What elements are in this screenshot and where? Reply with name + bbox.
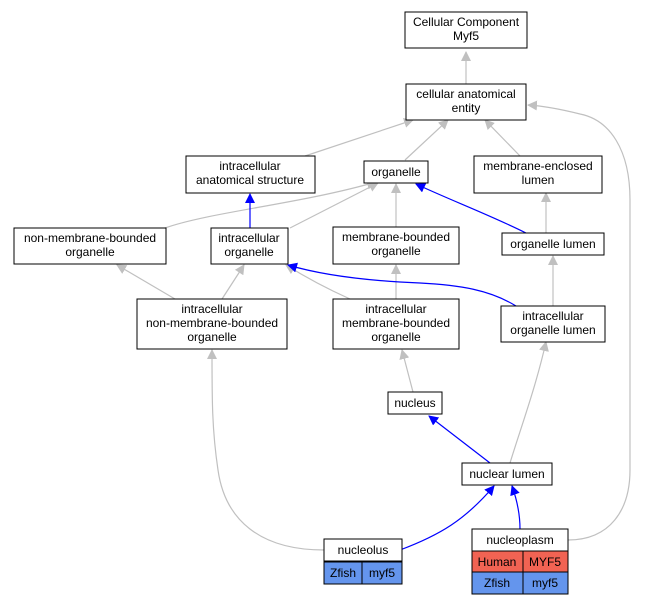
edge-inmbo-io (221, 264, 245, 300)
edge-nl-iol (509, 341, 549, 464)
edge-nl-nuc (428, 415, 491, 464)
nodes: Cellular Component Myf5 cellular anatomi… (13, 11, 606, 595)
node-label-line: intracellular (218, 231, 279, 245)
edge-ol-org (415, 183, 527, 234)
node-label-line: nuclear lumen (469, 467, 544, 481)
node-label-line: nucleus (394, 396, 435, 410)
annotation-table-nucleolus: Zfish myf5 (323, 561, 403, 585)
node-label-line: intracellular (181, 302, 242, 316)
node-organelle-lumen[interactable]: organelle lumen (501, 232, 605, 256)
node-label-line: intracellular (522, 309, 583, 323)
node-label-line: organelle (65, 245, 115, 259)
node-intracellular-organelle[interactable]: intracellular organelle (210, 227, 289, 265)
species-cell: Human (478, 555, 517, 569)
edge-nucleolus-nl (399, 485, 495, 551)
node-label-line: lumen (522, 173, 555, 187)
edge-inmbo-nmbo (116, 264, 176, 300)
node-non-membrane-bounded-organelle[interactable]: non-membrane-bounded organelle (13, 227, 167, 265)
edge-nmbo-org (164, 179, 377, 229)
node-membrane-enclosed-lumen[interactable]: membrane-enclosed lumen (473, 155, 603, 194)
node-intracellular-anatomical-structure[interactable]: intracellular anatomical structure (185, 155, 316, 194)
node-cellular-component[interactable]: Cellular Component Myf5 (404, 11, 528, 49)
edges (116, 51, 631, 551)
node-label-line: organelle (371, 244, 421, 258)
edge-nucleolus-inmbo (207, 349, 325, 551)
node-nucleolus[interactable]: nucleolus Zfish myf5 (323, 538, 403, 585)
node-intracellular-organelle-lumen[interactable]: intracellular organelle lumen (500, 305, 606, 343)
node-label-line: organelle lumen (510, 237, 595, 251)
edge-nucleoplasm-nl (510, 485, 521, 530)
node-nuclear-lumen[interactable]: nuclear lumen (461, 462, 553, 486)
node-label-line: organelle (371, 165, 421, 179)
node-label-line: non-membrane-bounded (146, 316, 278, 330)
node-cellular-anatomical-entity[interactable]: cellular anatomical entity (405, 83, 527, 121)
gene-cell: myf5 (369, 566, 395, 580)
node-label-line: membrane-enclosed (483, 159, 592, 173)
node-label-line: intracellular (365, 302, 426, 316)
node-label-line: anatomical structure (196, 173, 304, 187)
annotation-table-nucleoplasm: Human MYF5 Zfish myf5 (471, 550, 569, 595)
node-label-line: organelle (224, 245, 274, 259)
edge-mel-cae (484, 119, 521, 157)
node-label-line: membrane-bounded (342, 316, 450, 330)
node-label-line: intracellular (219, 159, 280, 173)
edge-org-cae (404, 119, 449, 161)
edge-ias-cae (304, 118, 414, 157)
node-label-line: cellular anatomical (416, 87, 515, 101)
edge-nucleoplasm-cae (527, 100, 631, 541)
node-label-line: Myf5 (453, 29, 479, 43)
node-organelle[interactable]: organelle (363, 160, 429, 184)
node-intracellular-membrane-bounded-organelle[interactable]: intracellular membrane-bounded organelle (332, 298, 460, 350)
node-label-line: nucleolus (338, 543, 389, 557)
node-label-line: nucleoplasm (486, 533, 553, 547)
species-cell: Zfish (484, 576, 510, 590)
gene-cell: MYF5 (529, 555, 561, 569)
species-cell: Zfish (330, 566, 356, 580)
gene-cell: myf5 (532, 576, 558, 590)
edge-nuc-imbo (399, 349, 414, 393)
node-nucleus[interactable]: nucleus (387, 391, 443, 415)
node-intracellular-non-membrane-bounded-organelle[interactable]: intracellular non-membrane-bounded organ… (136, 298, 288, 350)
edge-io-org (289, 182, 379, 229)
node-label-line: organelle (371, 330, 421, 344)
node-label-line: organelle lumen (510, 323, 595, 337)
edge-iol-io (287, 262, 517, 307)
node-label-line: organelle (187, 330, 237, 344)
node-membrane-bounded-organelle[interactable]: membrane-bounded organelle (332, 226, 460, 265)
node-label-line: Cellular Component (413, 15, 520, 29)
node-label-line: membrane-bounded (342, 230, 450, 244)
node-nucleoplasm[interactable]: nucleoplasm Human MYF5 Zfish myf5 (471, 528, 569, 595)
edge-imbo-io (285, 264, 351, 300)
node-label-line: non-membrane-bounded (24, 231, 156, 245)
node-label-line: entity (452, 101, 481, 115)
